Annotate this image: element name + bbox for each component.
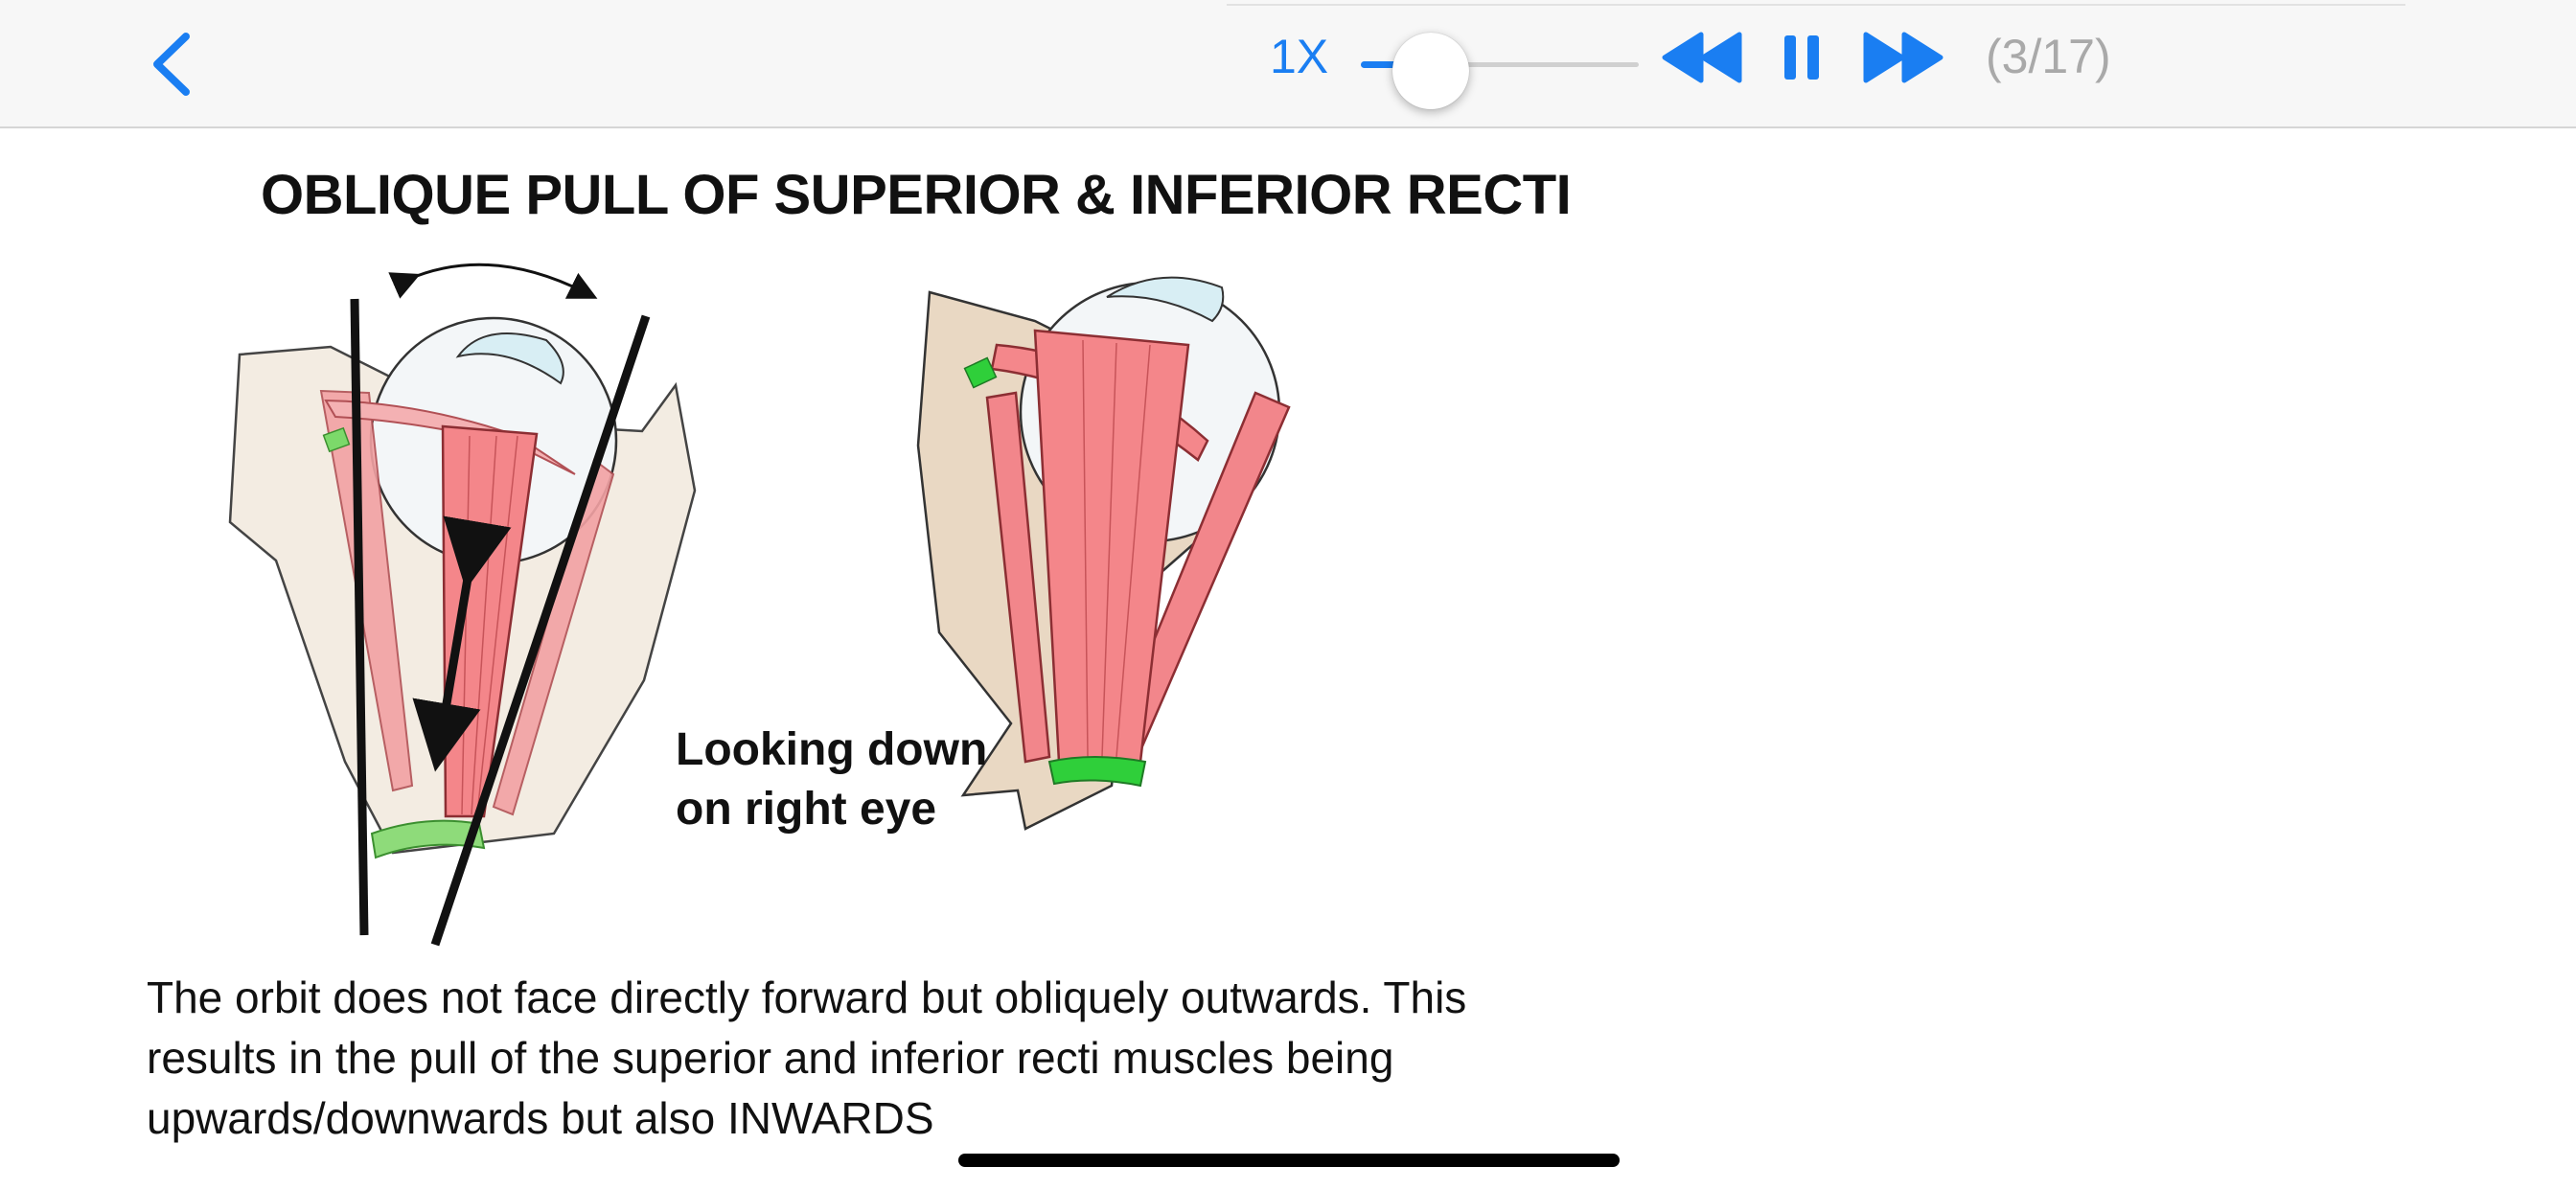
rewind-button[interactable] <box>1661 31 1743 84</box>
home-indicator[interactable] <box>958 1154 1620 1167</box>
playback-speed-button[interactable]: 1X <box>1270 30 1329 83</box>
slide-title: OBLIQUE PULL OF SUPERIOR & INFERIOR RECT… <box>261 164 1572 226</box>
slide-description: The orbit does not face directly forward… <box>147 968 1680 1149</box>
eye-illustrations <box>228 263 1291 947</box>
description-line-3: upwards/downwards but also INWARDS <box>147 1093 934 1143</box>
left-eye-figure <box>228 263 697 947</box>
progress-slider[interactable] <box>1361 33 1639 109</box>
figure-caption: Looking down on right eye <box>676 721 987 839</box>
right-eye-figure <box>916 276 1291 831</box>
slider-thumb[interactable] <box>1392 33 1469 109</box>
caption-line-1: Looking down <box>676 724 988 775</box>
description-line-2: results in the pull of the superior and … <box>147 1033 1394 1083</box>
toolbar-divider <box>1227 4 2405 6</box>
pause-button[interactable] <box>1781 31 1823 84</box>
pause-icon <box>1784 35 1819 80</box>
fast-forward-icon <box>1863 32 1944 83</box>
player-toolbar: 1X (3/17) <box>0 0 2576 128</box>
slide-counter: (3/17) <box>1986 30 2111 83</box>
eye-diagram: Looking down on right eye <box>192 240 1438 968</box>
back-button[interactable] <box>144 29 201 101</box>
slider-track <box>1361 62 1639 67</box>
description-line-1: The orbit does not face directly forward… <box>147 973 1467 1022</box>
fast-forward-button[interactable] <box>1862 31 1944 84</box>
caption-line-2: on right eye <box>676 784 937 835</box>
rewind-icon <box>1662 32 1742 83</box>
chevron-left-icon <box>153 33 190 96</box>
